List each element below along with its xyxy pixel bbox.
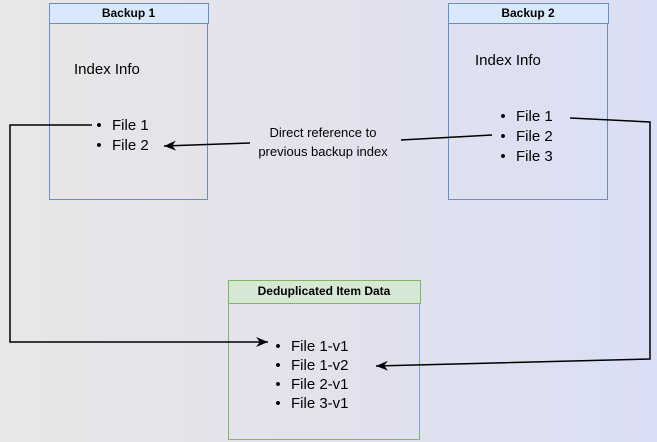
- list-item: • File 1: [95, 116, 149, 136]
- bullet-icon: •: [275, 376, 281, 393]
- list-item: • File 2: [95, 136, 149, 156]
- backup2-box: Backup 2: [447, 2, 609, 200]
- backup1-title: Backup 1: [48, 2, 209, 24]
- list-item: • File 1: [499, 107, 553, 127]
- dedup-file-list: • File 1-v1 • File 1-v2 • File 2-v1 • Fi…: [274, 337, 349, 413]
- list-item: • File 2: [499, 127, 553, 147]
- backup1-file-list: • File 1 • File 2: [95, 116, 149, 156]
- list-item: • File 3-v1: [274, 394, 349, 413]
- file-label: File 2: [516, 128, 553, 145]
- file-label: File 1: [516, 108, 553, 125]
- edge-label-line2: previous backup index: [258, 143, 388, 159]
- backup1-index-info-label: Index Info: [74, 61, 140, 78]
- list-item: • File 1-v2: [274, 356, 349, 375]
- bullet-icon: •: [500, 108, 506, 125]
- list-item: • File 2-v1: [274, 375, 349, 394]
- bullet-icon: •: [500, 128, 506, 145]
- file-label: File 3: [516, 148, 553, 165]
- file-label: File 1: [112, 117, 149, 134]
- bullet-icon: •: [275, 338, 281, 355]
- backup2-title: Backup 2: [447, 2, 609, 24]
- edge-label-line1: Direct reference to: [269, 125, 377, 140]
- bullet-icon: •: [275, 357, 281, 374]
- edge-label: Direct reference to previous backup inde…: [223, 124, 423, 161]
- file-label: File 3-v1: [291, 395, 349, 412]
- bullet-icon: •: [96, 137, 102, 154]
- file-label: File 2: [112, 137, 149, 154]
- backup1-box: Backup 1: [48, 2, 209, 200]
- list-item: • File 3: [499, 147, 553, 167]
- bullet-icon: •: [96, 117, 102, 134]
- backup2-index-info-label: Index Info: [475, 52, 541, 69]
- file-label: File 1-v2: [291, 357, 349, 374]
- dedup-title: Deduplicated Item Data: [227, 279, 421, 304]
- bullet-icon: •: [275, 395, 281, 412]
- list-item: • File 1-v1: [274, 337, 349, 356]
- bullet-icon: •: [500, 148, 506, 165]
- backup2-file-list: • File 1 • File 2 • File 3: [499, 107, 553, 167]
- file-label: File 1-v1: [291, 338, 349, 355]
- file-label: File 2-v1: [291, 376, 349, 393]
